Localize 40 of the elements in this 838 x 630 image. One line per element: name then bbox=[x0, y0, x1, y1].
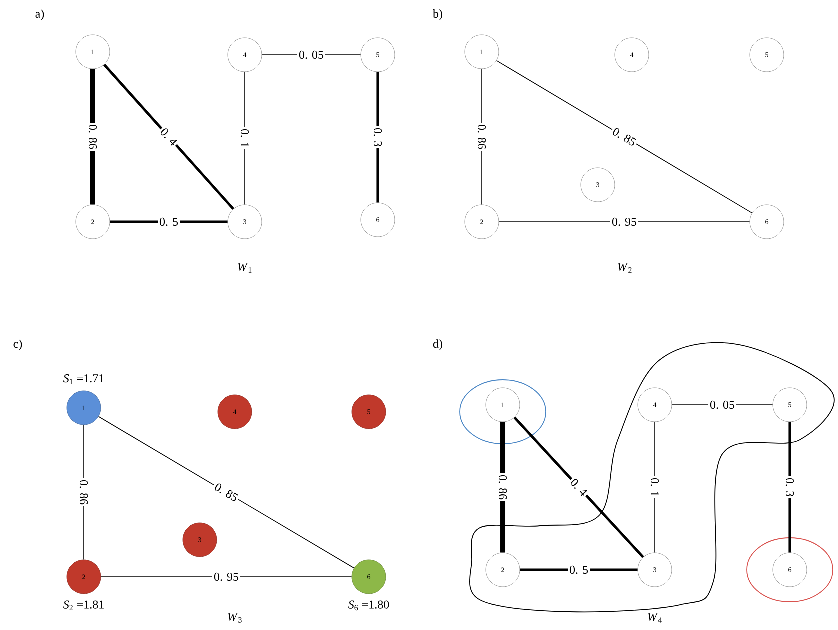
edge bbox=[110, 220, 228, 224]
weight-matrix-label: W$_{2}$ bbox=[618, 263, 632, 273]
edge-label: 0. 5 bbox=[158, 216, 180, 228]
edge-label: 0. 86 bbox=[476, 123, 488, 151]
edge bbox=[654, 422, 656, 554]
edge-label: 0. 95 bbox=[610, 216, 638, 228]
edge bbox=[100, 576, 352, 578]
edge bbox=[376, 72, 380, 203]
edge-label: 0. 86 bbox=[497, 474, 509, 502]
edge-label: 0. 86 bbox=[87, 123, 99, 151]
edge bbox=[514, 416, 644, 558]
score-label: S$_{2}$ =1.81 bbox=[64, 600, 104, 611]
score-label: S$_{6}$ =1.80 bbox=[348, 600, 390, 611]
weight-matrix-label: W$_{4}$ bbox=[648, 613, 662, 623]
edge-label: 0. 1 bbox=[649, 476, 661, 498]
edge bbox=[496, 60, 753, 214]
edge-label: 0. 4 bbox=[158, 125, 180, 149]
edge-label: 0. 5 bbox=[568, 564, 590, 576]
panel-label: b) bbox=[433, 10, 442, 20]
edge-label: 0. 3 bbox=[372, 126, 384, 148]
edge bbox=[98, 416, 355, 569]
edge-label: 0. 1 bbox=[239, 128, 251, 150]
weight-matrix-label: W$_{3}$ bbox=[228, 613, 242, 623]
edge-label: 0. 05 bbox=[298, 49, 326, 61]
panel-label: c) bbox=[14, 340, 22, 350]
score-label: S$_{1}$ =1.71 bbox=[64, 374, 104, 384]
edge-label: 0. 4 bbox=[567, 476, 591, 500]
panel-label: d) bbox=[433, 340, 442, 350]
edge-label: 0. 86 bbox=[78, 478, 90, 506]
edge-label: 0. 85 bbox=[610, 125, 640, 149]
edge bbox=[520, 568, 638, 572]
panel-label: a) bbox=[36, 10, 44, 20]
weight-matrix-label: W$_{1}$ bbox=[238, 263, 252, 273]
edge-label: 0. 05 bbox=[708, 399, 736, 411]
edge-label: 0. 3 bbox=[784, 476, 796, 498]
edge bbox=[788, 422, 792, 553]
edge-label: 0. 85 bbox=[212, 480, 242, 504]
edge bbox=[104, 64, 235, 210]
edge bbox=[244, 72, 246, 206]
edge-label: 0. 95 bbox=[212, 571, 240, 583]
